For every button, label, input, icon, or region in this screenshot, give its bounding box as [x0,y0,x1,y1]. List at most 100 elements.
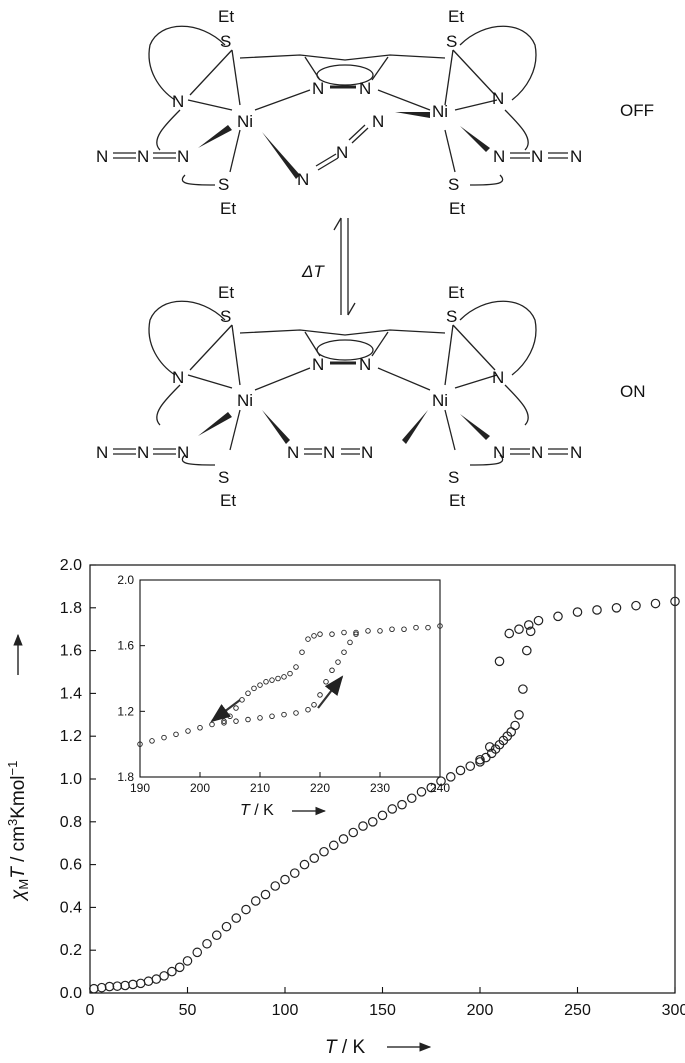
inset-data-points [137,623,443,747]
inset-data-point [365,628,371,634]
atom-et: Et [220,199,236,218]
inset-heating-arrow [317,675,344,709]
main-y-axis-label: χMT / cm3Kmol−1 [5,633,31,902]
atom-ni: Ni [432,391,448,410]
equilibrium-arrows [333,217,356,316]
atom-n: N [323,443,335,462]
main-data-point [367,816,378,827]
main-data-point [241,904,251,915]
main-data-point [514,709,524,720]
inset-data-point [185,728,191,734]
main-data-point [202,938,212,949]
atom-n: N [336,143,348,162]
atom-n: N [287,443,299,462]
main-data-point [416,787,427,797]
atom-s: S [220,32,231,51]
atom-n: N [297,170,309,189]
atom-s: S [446,307,457,326]
atom-n: N [177,443,189,462]
main-y-tick-label: 1.8 [60,600,82,617]
inset-data-point [287,670,293,677]
atom-n: N [570,443,582,462]
main-x-tick-label: 200 [467,1002,494,1019]
svg-text:T / K: T / K [325,1037,365,1058]
atom-et: Et [448,283,464,302]
equilibrium-label: ΔT [301,262,325,281]
main-data-point [553,611,563,622]
atom-et: Et [220,491,236,510]
inset-x-tick-label: 210 [250,781,270,795]
main-y-tick-label: 0.4 [60,899,82,916]
inset-data-point [281,711,287,718]
main-data-point [572,607,583,617]
atom-n: N [531,147,543,166]
main-data-point [611,602,622,613]
xlabel-rest: / K [337,1037,366,1058]
main-data-point [182,956,193,966]
inset-data-point [269,677,275,683]
atom-n: N [492,89,504,108]
atom-n: N [137,147,149,166]
main-data-point [89,983,99,994]
inset-x-axis-label: T / K [240,802,327,819]
main-data-point [377,810,388,821]
main-data-point [406,793,417,804]
main-data-point [455,765,466,776]
inset-x-tick-label: 230 [370,781,390,795]
atom-n: N [359,355,371,374]
inset-xlabel-rest: / K [250,802,274,819]
inset-data-point [233,718,239,724]
inset-y-axis: 1.81.21.62.0 [117,573,145,784]
inset-data-point [275,675,281,682]
inset-y-tick-label: 1.2 [117,704,134,718]
main-data-point [510,720,520,731]
main-data-point [143,976,154,987]
main-data-point [397,799,407,810]
atom-et: Et [449,199,465,218]
main-data-point [445,772,456,782]
ylabel-rest: / cm [8,826,29,867]
main-data-point [211,930,222,941]
atom-n: N [372,112,384,131]
ylabel-sup2: −1 [5,761,20,776]
main-data-point [426,782,437,793]
main-data-point [484,742,495,752]
atom-n: N [177,147,189,166]
inset-data-point [341,629,347,636]
inset-y-tick-label: 2.0 [117,573,134,587]
inset-plot-frame [139,579,441,778]
atom-n: N [570,147,582,166]
inset-data-point [329,631,335,637]
main-y-tick-label: 1.0 [60,771,82,788]
inset-data-point [353,629,359,636]
main-y-tick-label: 0.6 [60,857,82,874]
main-data-points [89,596,680,994]
ylabel-symbol: χ [8,889,29,902]
inset-data-point [317,631,323,637]
inset-data-point [299,649,305,655]
main-data-point [525,626,536,637]
main-data-point [533,615,544,626]
main-data-point [650,598,661,609]
main-data-point [112,981,123,991]
inset-data-point [401,626,407,633]
inset-data-point [149,738,155,744]
inset-y-tick-label: 1.6 [117,639,134,653]
main-data-point [670,596,680,607]
main-data-point [289,868,300,878]
main-y-tick-label: 2.0 [60,557,82,574]
inset-data-point [341,649,347,655]
atom-ni: Ni [432,102,448,121]
atom-n: N [172,92,184,111]
inset-data-point [335,659,341,665]
inset-data-point [347,639,353,646]
main-x-tick-label: 0 [86,1002,95,1019]
main-data-point [319,846,329,857]
main-y-tick-label: 1.2 [60,728,82,745]
main-x-tick-label: 100 [272,1002,299,1019]
main-data-point [192,947,203,958]
main-data-point [151,974,162,984]
